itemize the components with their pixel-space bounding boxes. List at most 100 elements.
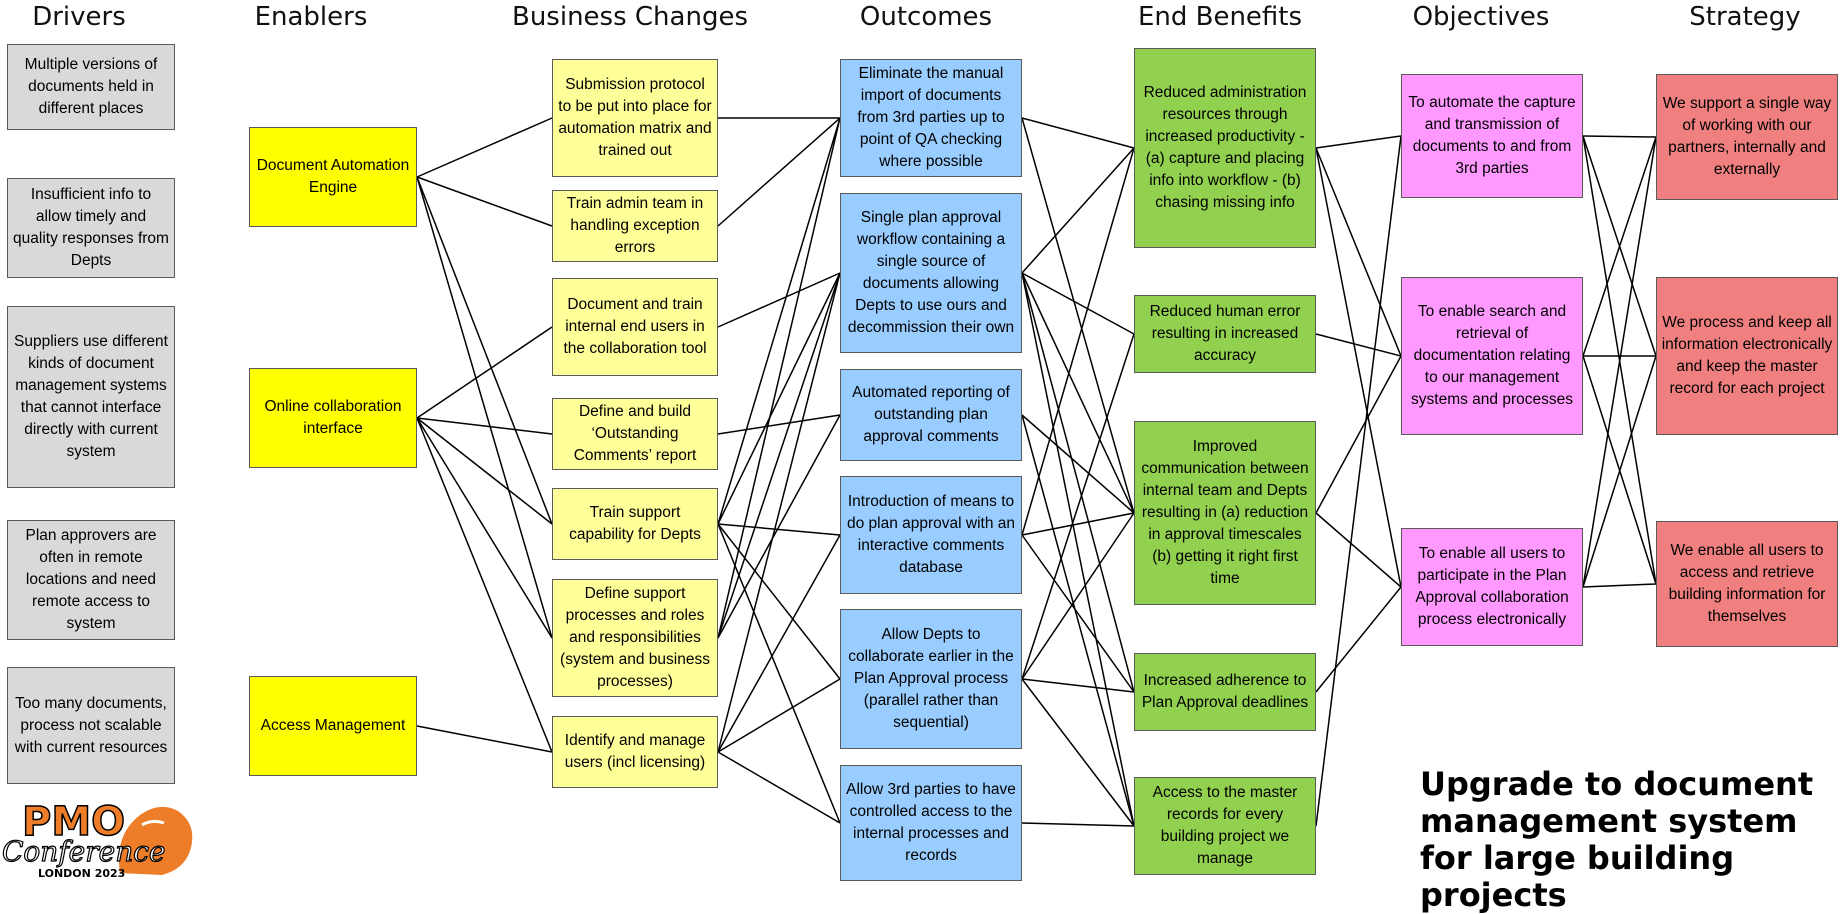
driver-box: Insufficient info to allow timely and qu… <box>7 178 175 278</box>
strategy-box: We process and keep all information elec… <box>1656 277 1838 435</box>
connector-line <box>1582 136 1657 357</box>
connector-line <box>1021 414 1135 514</box>
driver-box: Multiple versions of documents held in d… <box>7 44 175 130</box>
logo-text-conference: Conference <box>2 835 166 868</box>
connector-line <box>1021 147 1135 536</box>
connector-line <box>717 272 841 639</box>
connector-line <box>416 176 553 227</box>
connector-line <box>717 523 841 536</box>
connector-line <box>1021 678 1135 693</box>
connector-line <box>416 176 553 639</box>
connector-line <box>717 751 841 824</box>
outcome-box: Introduction of means to do plan approva… <box>840 476 1022 594</box>
connector-line <box>1021 678 1135 827</box>
connector-line <box>717 534 841 753</box>
end-benefit-box: Reduced human error resulting in increas… <box>1134 295 1316 373</box>
connector-line <box>416 417 553 525</box>
logo-text-pmo: PMO <box>22 799 125 845</box>
header-strategy: Strategy <box>1689 2 1801 32</box>
header-outcomes: Outcomes <box>859 2 993 32</box>
connector-line <box>717 414 841 435</box>
connector-line <box>717 117 841 639</box>
connector-line <box>717 414 841 639</box>
connector-line <box>1021 414 1135 827</box>
business-change-box: Train admin team in handling exception e… <box>552 190 718 262</box>
connector-line <box>717 272 841 525</box>
connector-line <box>1582 136 1657 588</box>
connector-line <box>1021 534 1135 693</box>
connector-line <box>416 417 553 435</box>
connector-line <box>416 326 553 419</box>
objective-box: To enable search and retrieval of docume… <box>1401 277 1583 435</box>
connector-line <box>1021 272 1135 335</box>
driver-box: Too many documents, process not scalable… <box>7 667 175 784</box>
connector-line <box>1021 117 1135 149</box>
header-business-changes: Business Changes <box>511 2 748 32</box>
connector-line <box>1315 333 1402 357</box>
strategy-box: We support a single way of working with … <box>1656 74 1838 200</box>
connector-line <box>717 523 841 824</box>
business-change-box: Submission protocol to be put into place… <box>552 59 718 177</box>
end-benefit-box: Access to the master records for every b… <box>1134 777 1316 875</box>
connector-line <box>1315 135 1402 827</box>
connector-line <box>1021 822 1135 827</box>
enabler-box: Document Automation Engine <box>249 127 417 227</box>
enabler-box: Access Management <box>249 676 417 776</box>
connector-line <box>416 117 553 178</box>
driver-box: Plan approvers are often in remote locat… <box>7 520 175 640</box>
driver-box: Suppliers use different kinds of documen… <box>7 306 175 488</box>
connector-line <box>1021 512 1135 536</box>
connector-line <box>416 417 553 753</box>
outcome-box: Allow Depts to collaborate earlier in th… <box>840 609 1022 749</box>
connector-line <box>717 272 841 328</box>
connector-line <box>1315 147 1402 357</box>
outcome-box: Automated reporting of outstanding plan … <box>840 369 1022 461</box>
objective-box: To automate the capture and transmission… <box>1401 74 1583 198</box>
outcome-box: Single plan approval workflow containing… <box>840 193 1022 353</box>
connector-line <box>717 272 841 753</box>
end-benefit-box: Improved communication between internal … <box>1134 421 1316 605</box>
connector-line <box>1021 512 1135 680</box>
header-drivers: Drivers <box>32 2 126 32</box>
connector-line <box>1315 586 1402 693</box>
objective-box: To enable all users to participate in th… <box>1401 528 1583 646</box>
connector-line <box>1021 272 1135 514</box>
connector-line <box>1021 147 1135 274</box>
end-benefit-box: Increased adherence to Plan Approval dea… <box>1134 653 1316 731</box>
header-enablers: Enablers <box>254 2 368 32</box>
connector-line <box>1315 512 1402 588</box>
header-end-benefits: End Benefits <box>1137 2 1303 32</box>
connector-line <box>1582 355 1657 585</box>
connector-line <box>1582 583 1657 588</box>
connector-line <box>416 417 553 639</box>
header-objectives: Objectives <box>1412 2 1550 32</box>
outcome-box: Allow 3rd parties to have controlled acc… <box>840 765 1022 881</box>
connector-line <box>1315 355 1402 514</box>
connector-line <box>1021 333 1135 680</box>
strategy-box: We enable all users to access and retrie… <box>1656 521 1838 647</box>
connector-line <box>717 117 841 227</box>
connector-line <box>416 725 553 753</box>
connector-line <box>717 523 841 680</box>
connector-line <box>717 117 841 525</box>
connector-line <box>1582 135 1657 585</box>
enabler-box: Online collaboration interface <box>249 368 417 468</box>
end-benefit-box: Reduced administration resources through… <box>1134 48 1316 248</box>
connector-line <box>1582 135 1657 357</box>
business-change-box: Train support capability for Depts <box>552 488 718 560</box>
connector-line <box>1582 355 1657 588</box>
connector-line <box>1315 135 1402 149</box>
pmo-conference-logo: PMO Conference LONDON 2023 <box>2 798 193 880</box>
connector-line <box>1315 147 1402 588</box>
connector-line <box>1021 272 1135 693</box>
diagram-title: Upgrade to document management system fo… <box>1420 765 1814 914</box>
logo-text-london: LONDON 2023 <box>38 867 125 880</box>
connector-line <box>717 678 841 753</box>
connector-line <box>1582 135 1657 138</box>
connector-line <box>1021 272 1135 827</box>
business-change-box: Identify and manage users (incl licensin… <box>552 716 718 788</box>
outcome-box: Eliminate the manual import of documents… <box>840 59 1022 177</box>
business-change-box: Define support processes and roles and r… <box>552 579 718 697</box>
connector-line <box>416 176 553 525</box>
